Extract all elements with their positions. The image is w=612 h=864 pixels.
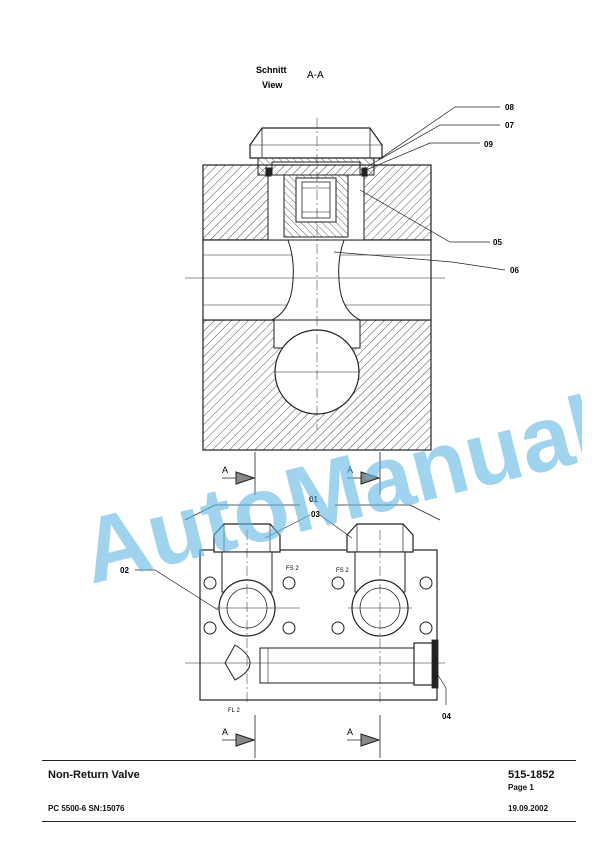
port-label-fs2-right: FS 2 bbox=[336, 568, 349, 574]
view-label-view: View bbox=[262, 80, 283, 90]
section-mark-a-2: A bbox=[347, 465, 353, 475]
part-number: 515-1852 bbox=[508, 769, 555, 781]
view-label-schnitt: Schnitt bbox=[256, 65, 287, 75]
callout-06: 06 bbox=[510, 266, 519, 275]
callout-07: 07 bbox=[505, 121, 514, 130]
section-label: A-A bbox=[307, 70, 324, 81]
leader-lines bbox=[135, 106, 506, 705]
callout-05: 05 bbox=[493, 238, 502, 247]
drawing-date: 19.09.2002 bbox=[508, 804, 549, 813]
callout-03: 03 bbox=[311, 510, 320, 519]
plan-view bbox=[184, 504, 445, 705]
callout-01: 01 bbox=[309, 495, 318, 504]
section-mark-a-4: A bbox=[347, 727, 353, 737]
callout-09: 09 bbox=[484, 140, 493, 149]
technical-drawing: Schnitt View A-A bbox=[120, 65, 519, 758]
drawing-title: Non-Return Valve bbox=[48, 769, 140, 781]
title-block: Non-Return Valve 515-1852 Page 1 PC 5500… bbox=[42, 760, 576, 822]
callout-08: 08 bbox=[505, 103, 514, 112]
section-mark-a-3: A bbox=[222, 727, 228, 737]
section-cut-marks-bottom bbox=[222, 715, 381, 758]
callout-02: 02 bbox=[120, 566, 129, 575]
section-cut-marks-top bbox=[222, 452, 381, 495]
section-view bbox=[185, 118, 445, 451]
port-label-fs2-left: FS 2 bbox=[286, 566, 299, 572]
port-label-fl2: FL 2 bbox=[228, 708, 240, 714]
page-number: Page 1 bbox=[508, 783, 534, 792]
machine-serial: PC 5500-6 SN:15076 bbox=[48, 804, 125, 813]
section-mark-a-1: A bbox=[222, 465, 228, 475]
callout-04: 04 bbox=[442, 712, 451, 721]
